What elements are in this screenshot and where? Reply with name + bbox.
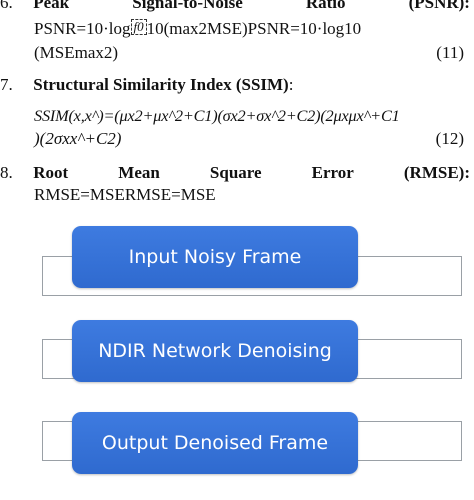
psnr-title-word-2: Signal-to-Noise [132, 0, 243, 12]
ssim-title: Structural Similarity Index (SSIM) [33, 75, 289, 94]
rmse-number: 8. [0, 163, 13, 182]
rmse-equation: RMSE=MSERMSE=MSE [34, 185, 216, 204]
psnr-equation-line-2: (MSEmax2) [34, 43, 119, 62]
ssim-equation-line-2: )(2σxx^+C2) [34, 129, 122, 148]
rmse-heading-left: 8. Root [0, 163, 68, 183]
psnr-title-word-3: Ratio [305, 0, 346, 12]
rmse-title-word-2: Mean [118, 163, 160, 182]
psnr-equation-number: (11) [436, 43, 464, 62]
psnr-heading-left: 6. Peak [0, 0, 69, 13]
psnr-eq-part-a: PSNR=10·log [34, 19, 131, 38]
psnr-title-word-1: Peak [33, 0, 70, 12]
rmse-title-word-1: Root [33, 163, 69, 182]
psnr-title-word-4: (PSNR): [408, 0, 470, 12]
rmse-title-word-5: (RMSE): [403, 163, 470, 182]
flow-step-denoise: NDIR Network Denoising [72, 320, 358, 382]
rmse-heading: 8. Root Mean Square Error (RMSE): [0, 163, 470, 183]
flow-step-input: Input Noisy Frame [72, 226, 358, 288]
rmse-title-word-3: Square [209, 163, 262, 182]
ssim-title-suffix: : [288, 75, 294, 94]
flow-step-output: Output Denoised Frame [72, 412, 358, 474]
psnr-heading: 6. Peak Signal-to-Noise Ratio (PSNR): [0, 0, 470, 13]
ssim-equation-number: (12) [435, 129, 464, 148]
psnr-eq-box: f0 [130, 19, 147, 35]
ssim-number: 7. [0, 75, 13, 94]
ssim-heading: 7. Structural Similarity Index (SSIM): [0, 75, 293, 95]
rmse-title-word-4: Error [311, 163, 354, 182]
psnr-number: 6. [0, 0, 13, 12]
ssim-equation-line-1: SSIM(x,x^)=(μx2+μx^2+C1)(σx2+σx^2+C2)(2μ… [34, 106, 400, 125]
psnr-eq-part-b: 10(max2MSE)PSNR=10·log10 [146, 19, 362, 38]
